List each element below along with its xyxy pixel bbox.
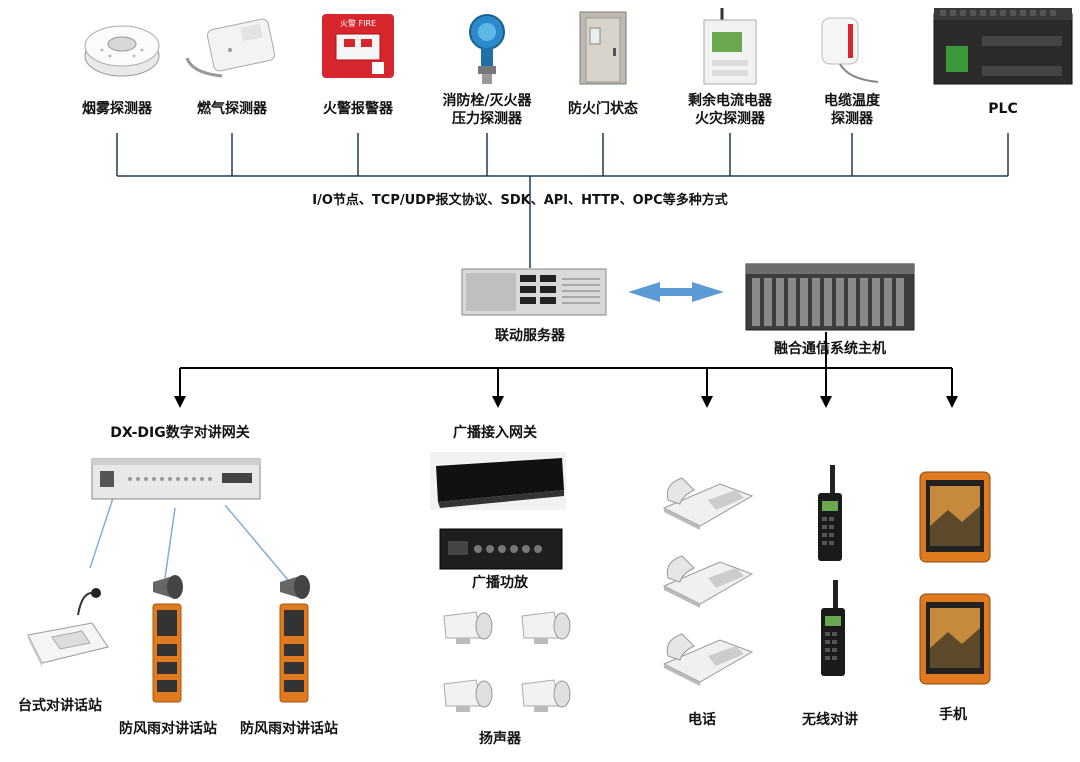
- sensor-label: 消防栓/灭火器 压力探测器: [442, 93, 532, 127]
- arrow-down-icon: [174, 396, 186, 408]
- sensor-label: 火警报警器: [323, 101, 393, 117]
- weatherproof-intercom-label: 防风雨对讲话站: [240, 721, 338, 737]
- fire-door-icon: [579, 11, 627, 85]
- arrow-down-icon: [701, 396, 713, 408]
- walkie-talkie-icon: [818, 465, 842, 561]
- radio-label: 无线对讲: [802, 712, 858, 728]
- broadcast-gateway-label: 广播接入网关: [453, 425, 537, 441]
- arrow-down-icon: [820, 396, 832, 408]
- fire-alarm-icon: 火警 FIRE: [322, 14, 394, 78]
- sensor-label: 燃气探测器: [197, 101, 267, 117]
- telephone-icon: [662, 633, 754, 686]
- fusion-host-icon: [745, 263, 915, 331]
- broadcast-amplifier-icon: [439, 528, 563, 570]
- walkie-talkie-icon: [821, 580, 845, 676]
- weatherproof-intercom-icon: [279, 575, 310, 703]
- telephone-icon: [662, 555, 754, 608]
- sensor-label: 防火门状态: [568, 101, 638, 117]
- telephone-icon: [662, 477, 754, 530]
- sensor-label: 剩余电流电器 火灾探测器: [688, 93, 772, 127]
- linkage-server-label: 联动服务器: [495, 328, 565, 344]
- protocol-text: I/O节点、TCP/UDP报文协议、SDK、API、HTTP、OPC等多种方式: [312, 193, 728, 208]
- server-icon: [461, 268, 607, 316]
- horn-speaker-icon: [443, 679, 493, 712]
- svg-text:火警 FIRE: 火警 FIRE: [340, 18, 376, 28]
- pressure-sensor-icon: [469, 14, 505, 84]
- sensor-label: 电缆温度 探测器: [824, 93, 880, 127]
- sensor-label: PLC: [988, 101, 1018, 117]
- broadcast-gateway-icon: [430, 452, 566, 510]
- broadcast-amplifier-label: 广播功放: [472, 575, 528, 591]
- plc-icon: [933, 8, 1073, 85]
- arrow-down-icon: [946, 396, 958, 408]
- bidirectional-arrow-icon: [628, 282, 724, 302]
- weatherproof-intercom-label: 防风雨对讲话站: [119, 721, 217, 737]
- mobile-label: 手机: [939, 707, 967, 723]
- telephone-label: 电话: [688, 712, 716, 728]
- desk-intercom-label: 台式对讲话站: [18, 698, 102, 714]
- weatherproof-intercom-icon: [152, 575, 183, 703]
- horn-speaker-icon: [443, 611, 493, 644]
- rugged-phone-icon: [919, 471, 991, 563]
- speaker-group: [443, 611, 571, 712]
- intercom-gateway-icon: [91, 458, 261, 500]
- horn-speaker-icon: [521, 611, 571, 644]
- intercom-gateway-label: DX-DIG数字对讲网关: [110, 425, 250, 441]
- smoke-detector-icon: [84, 25, 160, 77]
- fusion-host-label: 融合通信系统主机: [774, 341, 886, 357]
- residual-current-detector-icon: [703, 8, 757, 85]
- rugged-phone-icon: [919, 593, 991, 685]
- speaker-label: 扬声器: [479, 731, 521, 747]
- cable-temperature-sensor-icon: [821, 17, 879, 83]
- sensor-label: 烟雾探测器: [82, 101, 152, 117]
- horn-speaker-icon: [521, 679, 571, 712]
- gas-detector-icon: [185, 18, 276, 78]
- arrow-down-icon: [492, 396, 504, 408]
- desk-intercom-icon: [27, 588, 109, 667]
